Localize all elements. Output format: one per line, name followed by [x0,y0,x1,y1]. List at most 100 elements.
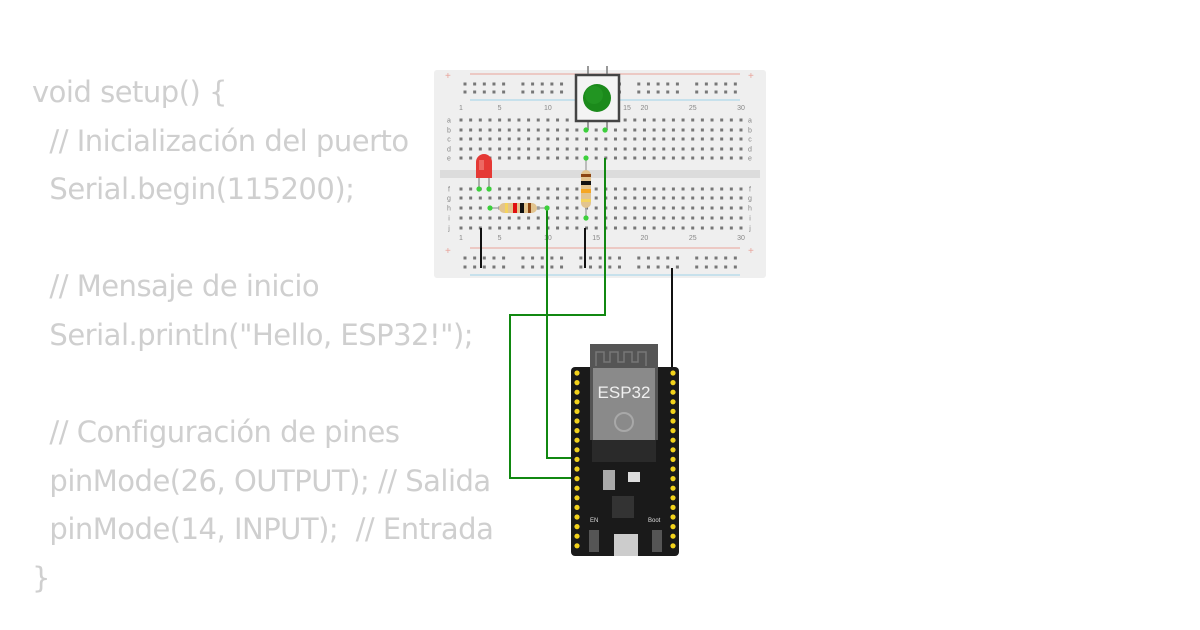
hole [536,196,540,200]
hole [575,156,579,160]
hole [488,196,492,200]
esp32-pin[interactable] [574,437,580,443]
esp32-pin[interactable] [670,399,676,405]
hole [633,147,637,151]
hole [556,196,560,200]
esp32-pin[interactable] [574,389,580,395]
esp32-pin[interactable] [670,370,676,376]
hole [642,147,646,151]
esp32-pin[interactable] [574,466,580,472]
esp32-pin[interactable] [574,408,580,414]
esp32-pin[interactable] [670,418,676,424]
hole [594,147,598,151]
hole [594,156,598,160]
hole [729,216,733,220]
esp32-pin[interactable] [670,428,676,434]
hole [478,196,482,200]
esp32-pin[interactable] [670,408,676,414]
resistor-vertical [581,158,591,218]
esp32-pin[interactable] [670,447,676,453]
push-button[interactable] [574,66,621,130]
esp32-board[interactable]: ESP32 EN Boot [571,344,679,556]
esp32-pin[interactable] [670,380,676,386]
connection-dot [486,186,492,192]
esp32-pin[interactable] [670,514,676,520]
hole [546,147,550,151]
hole [613,226,617,230]
en-label: EN [590,518,598,524]
hole [478,137,482,141]
row-label: g [748,196,752,203]
hole [594,187,598,191]
esp32-pin[interactable] [574,428,580,434]
esp32-pin[interactable] [670,533,676,539]
esp32-pin[interactable] [670,437,676,443]
hole [691,206,695,210]
hole [700,147,704,151]
hole [517,118,521,122]
hole [565,128,569,132]
hole [671,187,675,191]
esp32-pin[interactable] [574,418,580,424]
esp32-pin[interactable] [670,495,676,501]
rail-hole [550,256,554,260]
hole [700,206,704,210]
rail-hole [675,265,679,269]
hole [662,118,666,122]
esp32-pin[interactable] [574,456,580,462]
esp32-pin[interactable] [670,456,676,462]
rail-hole [724,265,728,269]
rail-hole [646,265,650,269]
esp32-pin[interactable] [574,485,580,491]
esp32-pin[interactable] [574,380,580,386]
row-label: f [749,187,751,194]
hole [546,128,550,132]
hole [633,118,637,122]
esp32-pin[interactable] [574,495,580,501]
hole [710,147,714,151]
hole [613,187,617,191]
esp32-pin[interactable] [670,524,676,530]
code-line: Serial.begin(115200); [32,172,355,207]
esp32-pin[interactable] [670,504,676,510]
esp32-pin[interactable] [574,370,580,376]
hole [633,137,637,141]
esp32-pin[interactable] [574,447,580,453]
esp32-pin[interactable] [574,524,580,530]
esp32-pin[interactable] [670,476,676,482]
esp32-pin[interactable] [574,476,580,482]
hole [527,137,531,141]
esp32-pin[interactable] [574,399,580,405]
hole [720,196,724,200]
hole [642,206,646,210]
hole [556,147,560,151]
hole [546,137,550,141]
hole [691,137,695,141]
esp32-pin[interactable] [574,504,580,510]
hole [623,128,627,132]
esp32-pin[interactable] [574,543,580,549]
hole [720,118,724,122]
rail-hole [521,82,525,86]
boot-label: Boot [648,518,661,524]
esp32-pin[interactable] [574,533,580,539]
column-label: 30 [737,105,745,112]
column-label: 25 [689,235,697,242]
esp32-pin[interactable] [670,485,676,491]
row-label: e [447,156,451,163]
esp32-pin[interactable] [670,389,676,395]
hole [613,156,617,160]
rail-hole [656,265,660,269]
hole [478,206,482,210]
esp32-pin[interactable] [670,543,676,549]
rail-hole [502,265,506,269]
rail-hole [714,90,718,94]
hole [536,128,540,132]
hole [729,147,733,151]
esp32-pin[interactable] [670,466,676,472]
column-label: 1 [459,235,463,242]
esp32-pin[interactable] [574,514,580,520]
code-line: } [32,560,50,595]
hole [517,196,521,200]
hole [565,226,569,230]
